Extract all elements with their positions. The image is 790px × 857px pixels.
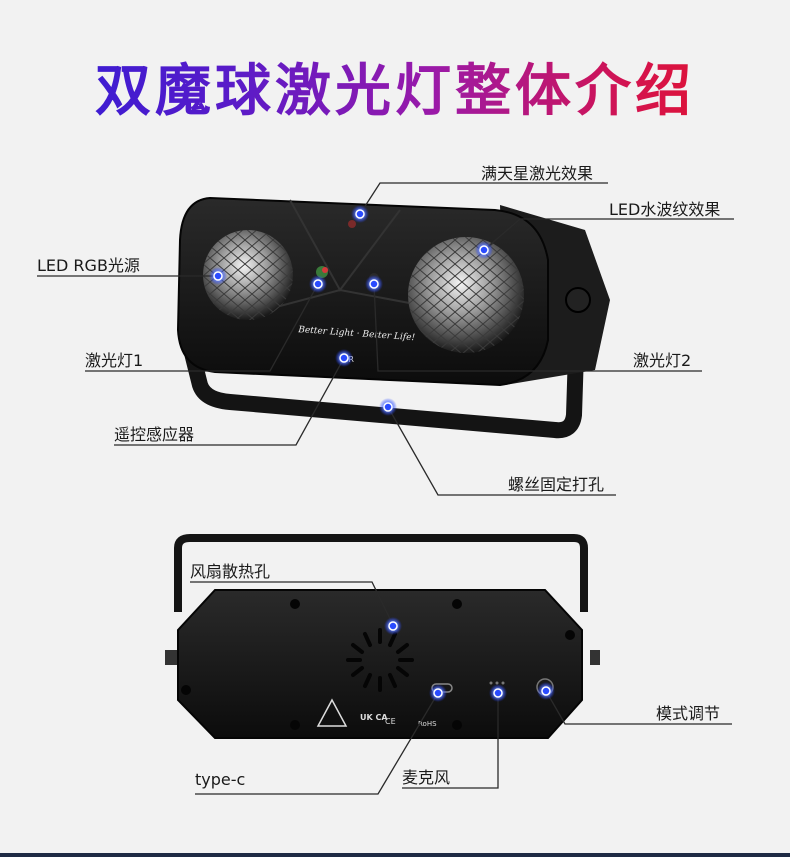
- leader-lines: [37, 182, 734, 795]
- back-body: [177, 589, 583, 739]
- label-fan-vents: 风扇散热孔: [190, 562, 271, 581]
- label-remote-sensor: 遥控感应器: [114, 425, 195, 444]
- marker-laser2: [365, 275, 383, 293]
- marker-starry: [351, 205, 369, 223]
- marker-mic: [489, 684, 507, 702]
- front-device: Better Light · Better Life! IR: [176, 196, 610, 439]
- label-led-water: LED水波纹效果: [609, 200, 721, 219]
- page-title: 双魔球激光灯整体介绍: [0, 52, 790, 132]
- fan-vents: [346, 628, 414, 692]
- marker-screw: [379, 398, 397, 416]
- ce-mark: CE: [385, 717, 396, 726]
- label-laser-1: 激光灯1: [85, 351, 144, 370]
- label-screw-holes: 螺丝固定打孔: [508, 475, 605, 494]
- rohs-mark: RoHS: [418, 720, 437, 728]
- bottom-divider: [0, 853, 790, 857]
- label-led-rgb: LED RGB光源: [37, 256, 140, 275]
- label-microphone: 麦克风: [402, 768, 451, 787]
- label-type-c: type-c: [195, 770, 246, 789]
- marker-water: [475, 241, 493, 259]
- label-mode-adjust: 模式调节: [656, 704, 721, 723]
- marker-fan: [384, 617, 402, 635]
- label-starry-laser: 满天星激光效果: [481, 164, 594, 183]
- back-bracket: [174, 534, 588, 612]
- marker-typec: [429, 684, 447, 702]
- marker-mode: [537, 682, 555, 700]
- marker-remote: [335, 349, 353, 367]
- label-laser-2: 激光灯2: [633, 351, 692, 370]
- ukca-mark: UK CA: [360, 713, 388, 722]
- marker-rgb: [209, 267, 227, 285]
- marker-laser1: [309, 275, 327, 293]
- back-device: UK CA CE RoHS: [165, 534, 600, 739]
- marker-dots: [209, 205, 555, 702]
